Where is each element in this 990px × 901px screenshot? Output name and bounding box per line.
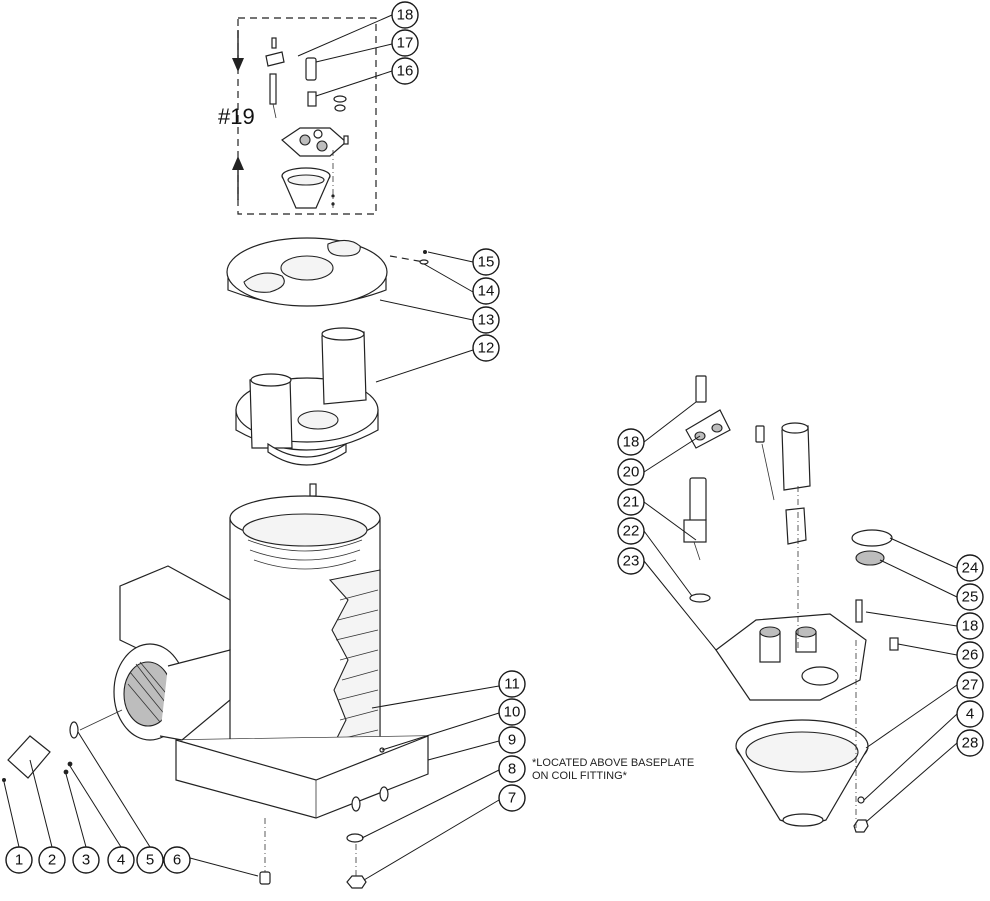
callout-12-label: 12	[478, 340, 495, 357]
callout-4-label: 4	[117, 852, 125, 869]
callout-13: 13	[472, 306, 500, 334]
callout-16-label: 16	[397, 63, 414, 80]
part-12-flue-collector	[235, 327, 379, 497]
callout-26-label: 26	[962, 647, 979, 664]
blower-and-base	[113, 565, 429, 819]
callout-5-label: 5	[146, 852, 154, 869]
callout-18-top-label: 18	[397, 7, 414, 24]
callout-21: 21	[617, 488, 645, 516]
callout-6: 6	[163, 846, 191, 874]
callout-23: 23	[617, 547, 645, 575]
callout-10-label: 10	[504, 704, 521, 721]
callout-12: 12	[472, 334, 500, 362]
note-line-2: ON COIL FITTING*	[532, 770, 628, 782]
callout-3: 3	[72, 846, 100, 874]
callout-18-lower: 18	[956, 612, 984, 640]
burner-head-assembly-detail	[683, 375, 899, 833]
detail-19-burner-assembly	[265, 37, 349, 210]
callout-1-label: 1	[15, 852, 23, 869]
callout-11: 11	[498, 670, 526, 698]
callout-24-label: 24	[962, 560, 979, 577]
callout-21-label: 21	[623, 494, 640, 511]
callout-4: 4	[107, 846, 135, 874]
callout-17-label: 17	[397, 35, 414, 52]
callout-10: 10	[498, 698, 526, 726]
callout-18-right: 18	[617, 428, 645, 456]
callout-1: 1	[5, 846, 33, 874]
callout-18-right-label: 18	[623, 434, 640, 451]
callout-17: 17	[391, 29, 419, 57]
callout-26: 26	[956, 641, 984, 669]
callout-22-label: 22	[623, 523, 640, 540]
detail-19-label: #19	[218, 104, 255, 129]
callout-24: 24	[956, 554, 984, 582]
callout-14: 14	[472, 277, 500, 305]
callout-2: 2	[38, 846, 66, 874]
callout-20: 20	[617, 458, 645, 486]
callout-14-label: 14	[478, 283, 495, 300]
callout-27-label: 27	[962, 677, 979, 694]
callout-9: 9	[498, 726, 526, 754]
callout-2-label: 2	[48, 852, 56, 869]
note-line-1: *LOCATED ABOVE BASEPLATE	[532, 757, 694, 769]
callout-15-label: 15	[478, 254, 495, 271]
callout-8-label: 8	[508, 761, 516, 778]
callout-20-label: 20	[623, 464, 640, 481]
callout-23-label: 23	[623, 553, 640, 570]
callout-4-right: 4	[956, 700, 984, 728]
callout-22: 22	[617, 517, 645, 545]
callout-7: 7	[498, 784, 526, 812]
part-7-8-nut-washer	[346, 833, 367, 889]
callout-16: 16	[391, 57, 419, 85]
part-6-foot	[259, 818, 271, 885]
callout-9-label: 9	[508, 732, 516, 749]
callout-3-label: 3	[82, 852, 90, 869]
parts-1-5-fan-hardware	[2, 709, 123, 782]
callout-15: 15	[472, 248, 500, 276]
callout-27: 27	[956, 671, 984, 699]
part-13-cover	[226, 237, 429, 307]
callout-25-label: 25	[962, 589, 979, 606]
detail-19-box: #19	[218, 17, 377, 215]
callout-11-label: 11	[504, 676, 520, 693]
callout-8: 8	[498, 755, 526, 783]
callout-28-label: 28	[962, 735, 979, 752]
callout-7-label: 7	[508, 790, 516, 807]
callout-18-lower-label: 18	[962, 618, 979, 635]
callout-6-label: 6	[173, 852, 181, 869]
callout-28: 28	[956, 729, 984, 757]
callout-5: 5	[136, 846, 164, 874]
callout-13-label: 13	[478, 312, 495, 329]
callout-25: 25	[956, 583, 984, 611]
leader-lines	[3, 14, 958, 881]
callout-18-top: 18	[391, 1, 419, 29]
part-11-heater-body	[229, 495, 381, 781]
callout-4-right-label: 4	[966, 706, 974, 723]
